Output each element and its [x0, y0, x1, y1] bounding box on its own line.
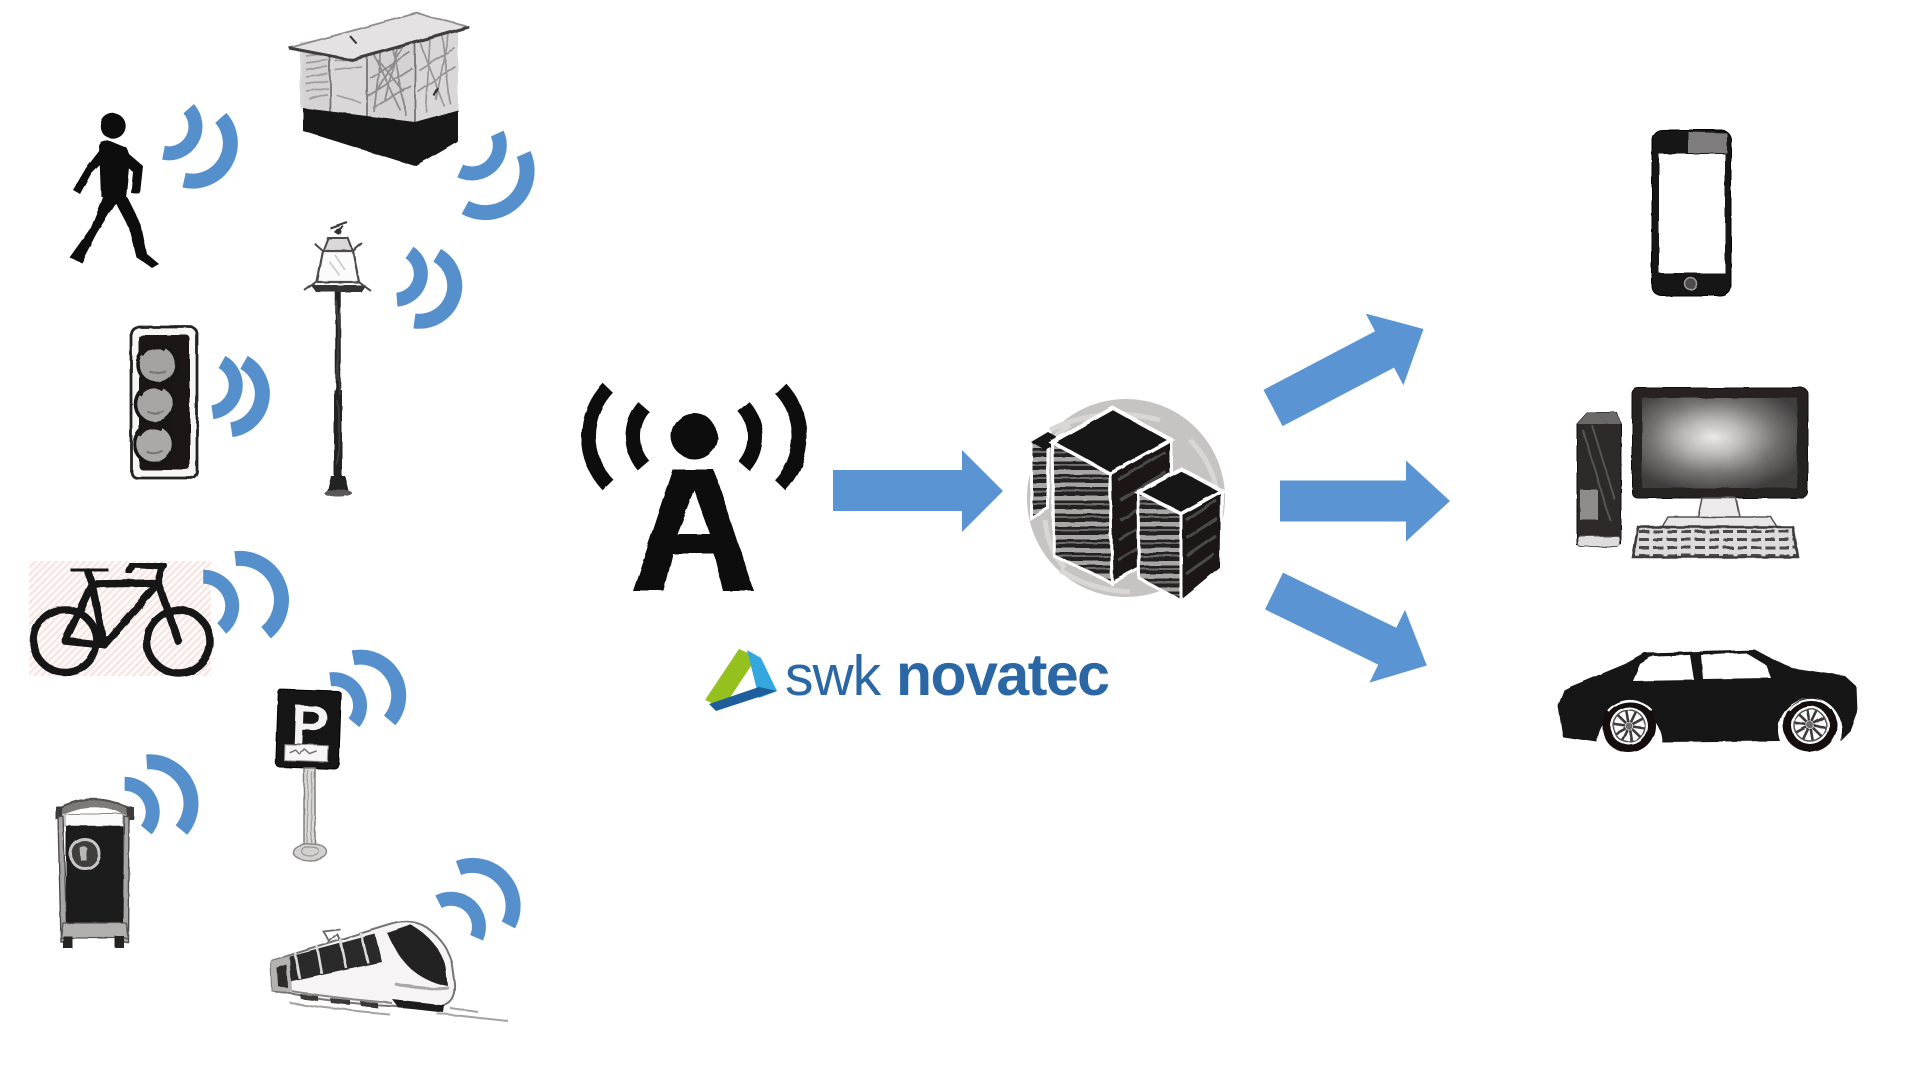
svg-text:swk: swk: [785, 644, 882, 708]
svg-text:novatec: novatec: [896, 642, 1109, 708]
